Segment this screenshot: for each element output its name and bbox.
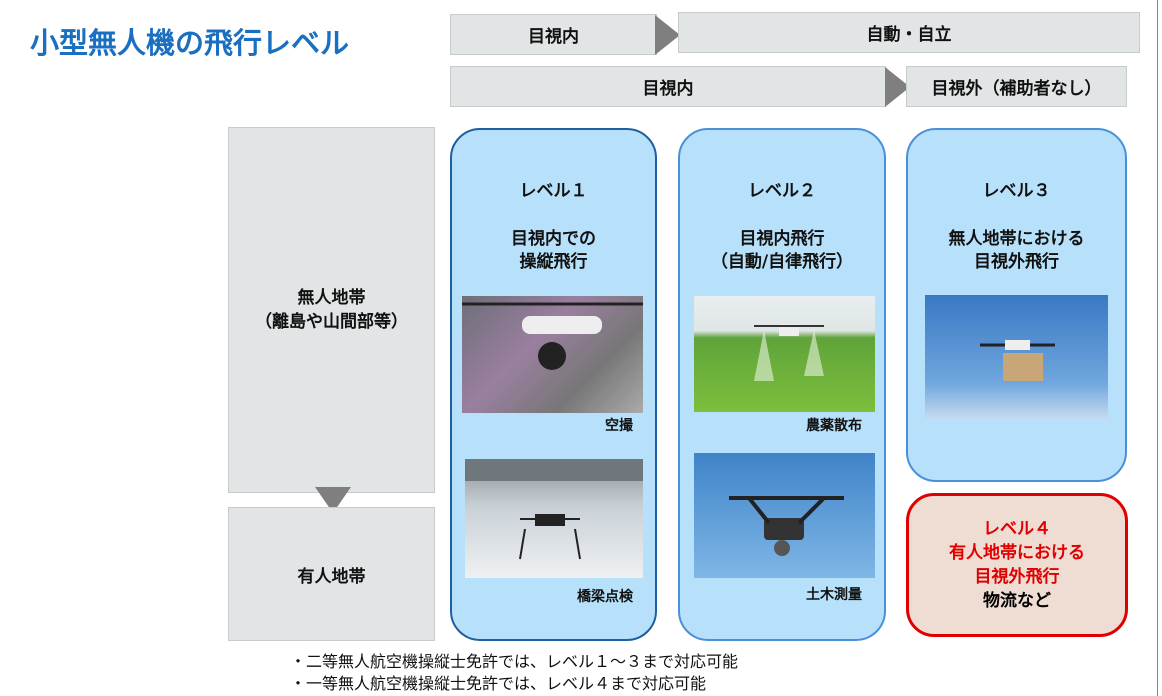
photo-bridge [465,459,643,578]
photo-aerial [462,296,643,413]
caption-survey: 土木測量 [806,587,862,603]
page-edge-divider [1157,0,1158,696]
level3-desc: 無人地帯における [948,229,1085,249]
level4-note: 物流など [983,591,1051,611]
arrow-right-icon [655,15,680,55]
level2-name: レベル２ [748,181,816,201]
level1-desc: 目視内での [511,229,596,249]
level2-desc-2: （自動/自律飛行） [710,252,854,272]
timeline-visual-2: 目視内 [450,66,886,107]
level4-box: レベル４ 有人地帯における 目視外飛行 物流など [906,493,1128,637]
timeline-visual: 目視内 [450,14,657,55]
level2-desc: 目視内飛行 [739,229,825,249]
arrow-right-icon [885,67,910,107]
photo-delivery [925,295,1108,420]
caption-spraying: 農薬散布 [806,418,862,434]
timeline-auto: 自動・自立 [678,12,1140,53]
caption-aerial: 空撮 [605,418,633,434]
zone-manned: 有人地帯 [228,507,435,641]
level4-desc: 有人地帯における [949,543,1085,563]
zone-unmanned-label: 無人地帯 [297,288,366,308]
level3-name: レベル３ [982,181,1051,201]
level4-name: レベル４ [983,519,1051,539]
caption-bridge: 橋梁点検 [577,589,633,605]
level3-desc-2: 目視外飛行 [974,252,1059,272]
zone-unmanned: 無人地帯 （離島や山間部等） [228,127,435,493]
footnote-2: ・一等無人航空機操縦士免許では、レベル４まで対応可能 [290,674,707,693]
footnote-1: ・二等無人航空機操縦士免許では、レベル１～３まで対応可能 [290,652,739,671]
page-title: 小型無人機の飛行レベル [30,26,350,60]
zone-unmanned-sub: （離島や山間部等） [255,312,408,332]
level4-desc-2: 目視外飛行 [974,567,1060,587]
photo-spraying [694,296,875,412]
level1-desc-2: 操縦飛行 [519,252,588,272]
photo-survey [694,453,875,578]
timeline-bvlos: 目視外（補助者なし） [906,66,1127,107]
level1-name: レベル１ [519,181,588,201]
